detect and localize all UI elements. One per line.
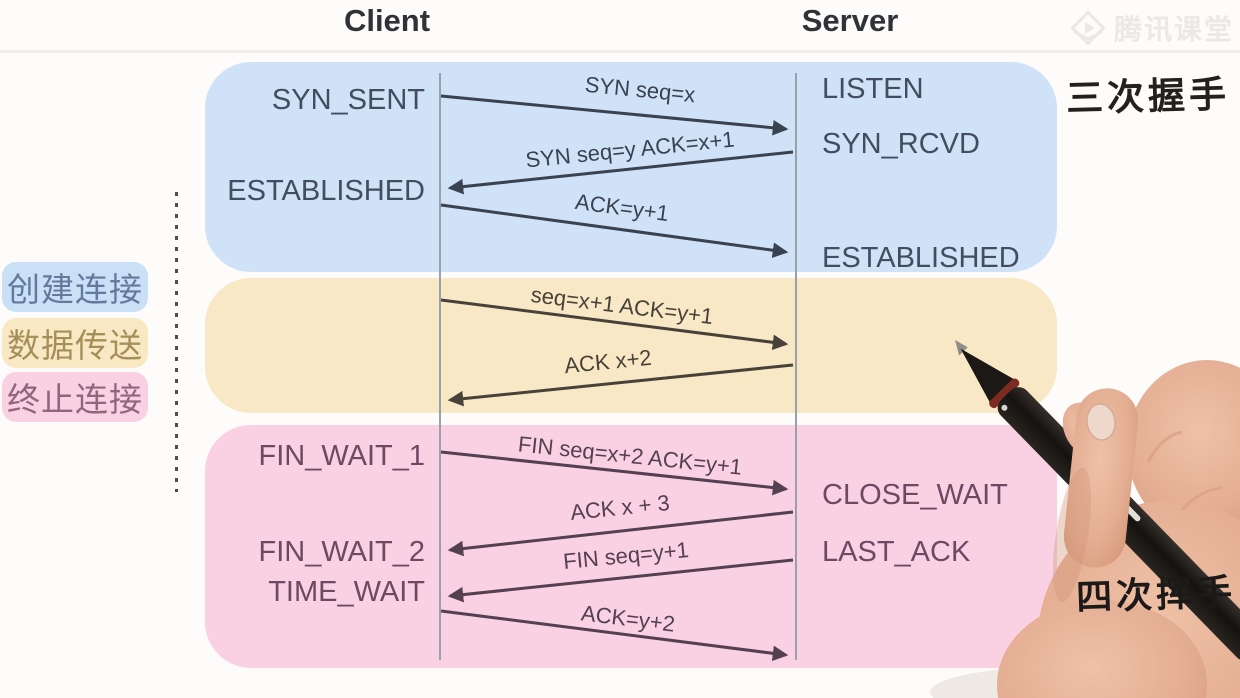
server-state-last-ack: LAST_ACK — [822, 536, 971, 568]
client-state-time-wait: TIME_WAIT — [268, 576, 425, 608]
three-way-handshake-note: 三次握手 — [1065, 73, 1231, 120]
server-state-close-wait: CLOSE_WAIT — [822, 479, 1008, 511]
hand-holding-pen-photo — [930, 340, 1240, 698]
tencent-classroom-logo-icon — [1070, 10, 1106, 46]
message-arrow-synack — [447, 150, 794, 195]
four-way-wave-note: 四次挥手 — [1075, 571, 1237, 618]
pen-barrel — [997, 387, 1240, 661]
thumb-shading — [1052, 467, 1092, 603]
server-column-title: Server — [801, 3, 899, 38]
message-arrow-fin1-ack — [447, 510, 794, 557]
server-state-listen: LISTEN — [822, 73, 924, 105]
server-state-established: ESTABLISHED — [822, 242, 1020, 274]
pen-cone — [960, 348, 1015, 404]
message-arrow-fin1 — [440, 450, 789, 496]
server-state-syn-rcvd: SYN_RCVD — [822, 128, 980, 160]
client-state-fin-wait-1: FIN_WAIT_1 — [258, 440, 425, 472]
message-arrow-data-ack — [447, 363, 794, 407]
pen-red-ring — [989, 378, 1020, 409]
pen-nib — [955, 340, 968, 356]
legend-item-data-transfer: 数据传送 — [2, 318, 148, 368]
handshake-section-bg — [205, 62, 1057, 272]
message-arrow-fin2-ack — [440, 609, 789, 662]
thumb-nail — [1086, 403, 1116, 441]
client-state-fin-wait-2: FIN_WAIT_2 — [258, 536, 425, 568]
pen-metal-dot — [1001, 404, 1008, 411]
watermark-label: 腾讯课堂 — [1113, 14, 1234, 45]
knuckle-crease — [1180, 486, 1223, 512]
client-column-title: Client — [343, 3, 431, 38]
hand-front — [1052, 388, 1139, 603]
phase-divider-dotted-line — [175, 192, 178, 492]
pen — [955, 340, 1240, 661]
message-arrow-data — [440, 298, 789, 351]
legend-item-terminate-connection: 终止连接 — [2, 372, 148, 422]
data-transfer-section-bg — [205, 278, 1057, 413]
whiteboard-edge-line — [0, 50, 1240, 53]
server-lifeline — [795, 73, 797, 660]
message-arrow-syn — [440, 94, 789, 136]
teardown-section-bg — [205, 425, 1057, 668]
watermark: 腾讯课堂 — [1068, 8, 1234, 48]
client-lifeline — [439, 73, 441, 660]
client-state-syn-sent: SYN_SENT — [271, 84, 425, 116]
thumb — [1063, 388, 1139, 568]
message-arrow-ack — [440, 203, 789, 258]
message-arrow-fin2 — [447, 558, 794, 603]
client-state-established: ESTABLISHED — [227, 175, 425, 207]
legend-item-create-connection: 创建连接 — [2, 262, 148, 312]
knuckle-crease — [1146, 430, 1183, 463]
